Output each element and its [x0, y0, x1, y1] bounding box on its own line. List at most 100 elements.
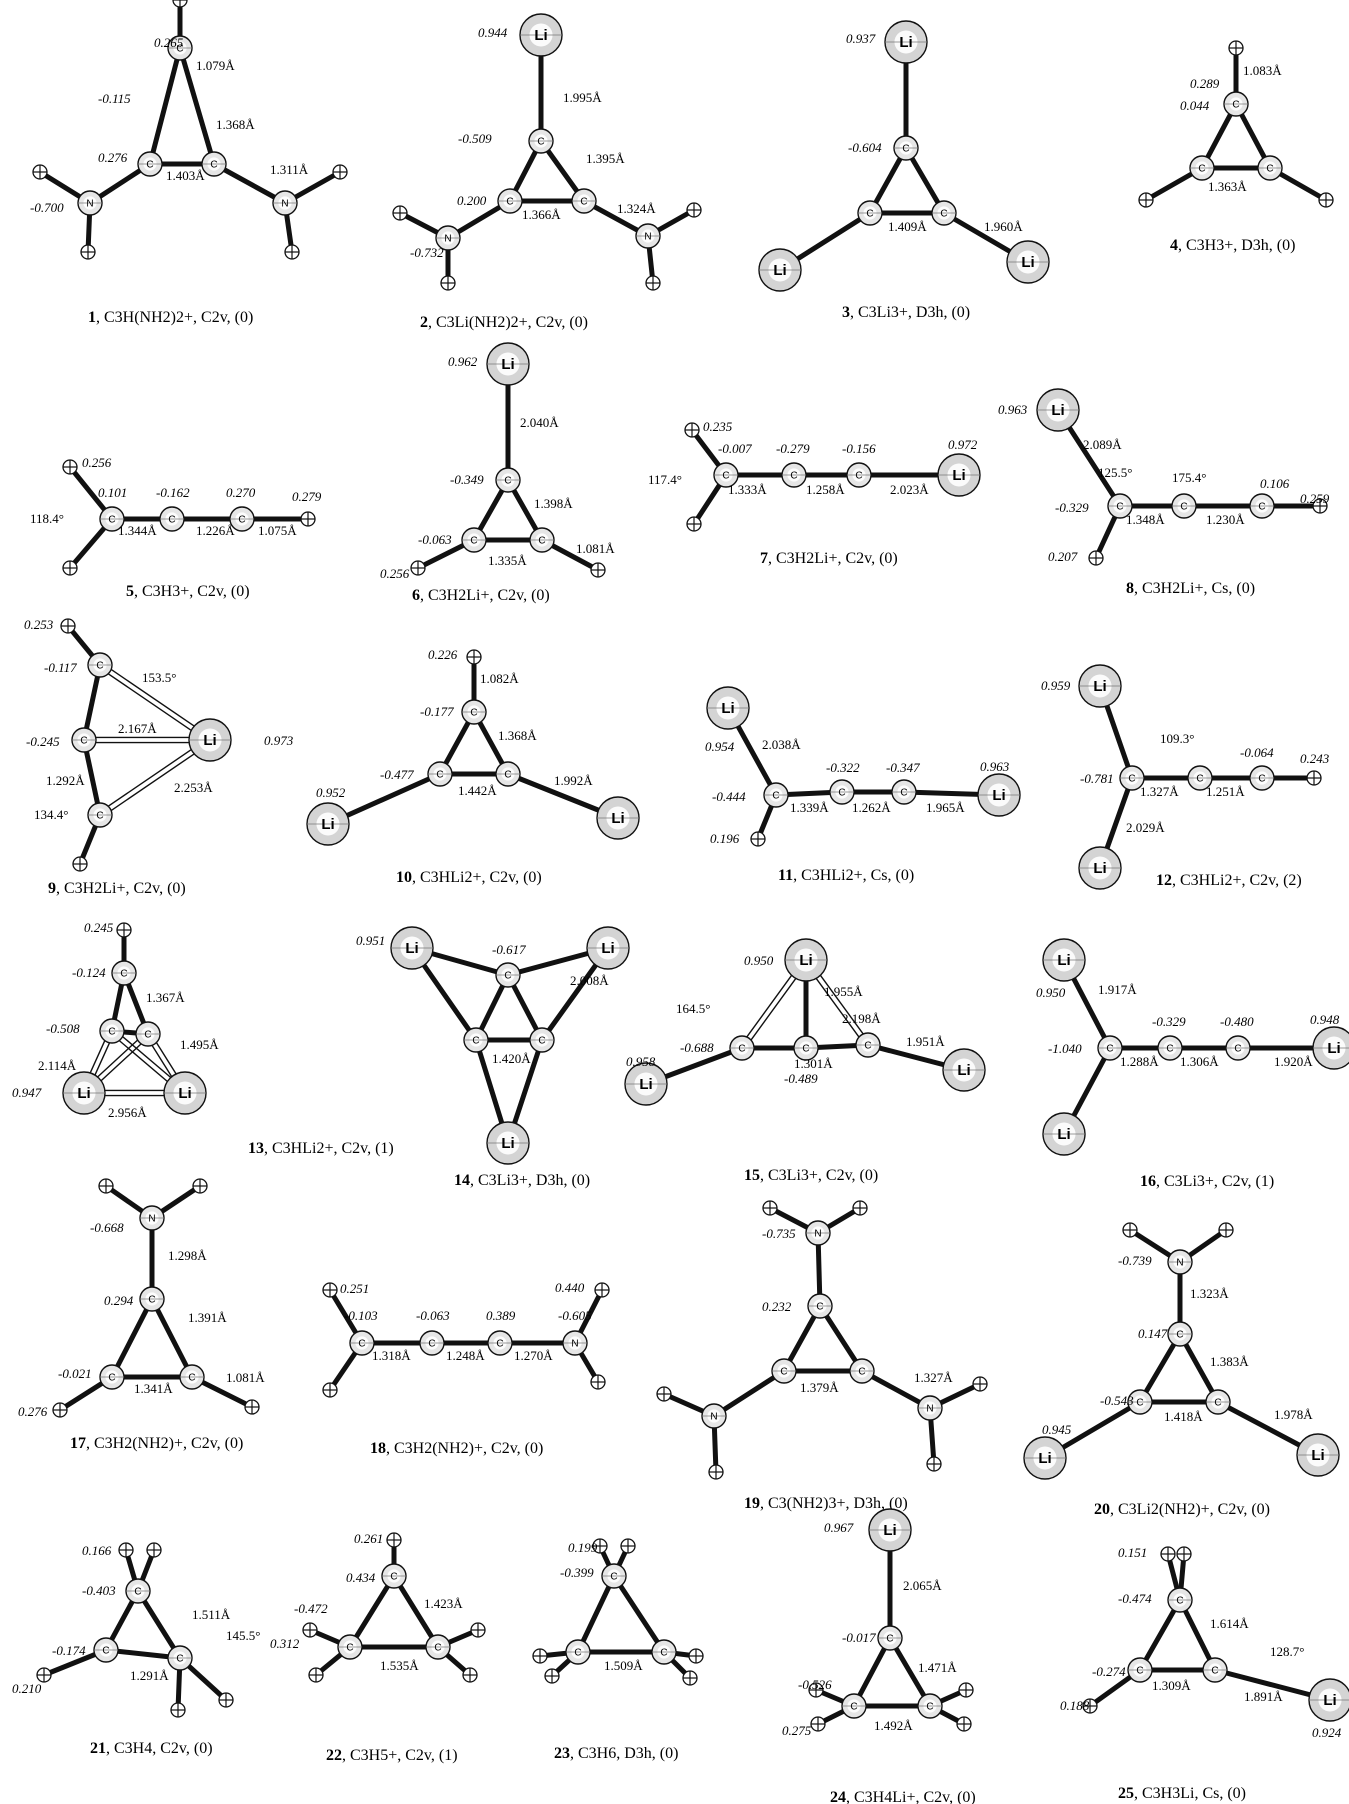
- lithium-atom: Li: [1312, 1026, 1349, 1070]
- geometry-label: 1.324Å: [617, 201, 656, 216]
- geometry-label: 1.391Å: [188, 1310, 227, 1325]
- geometry-label: 1.298Å: [168, 1248, 207, 1263]
- geometry-label: 1.965Å: [926, 800, 965, 815]
- hydrogen-atom: [462, 1667, 478, 1683]
- carbon-atom: C: [771, 1358, 797, 1384]
- charge-label: 0.253: [24, 617, 54, 632]
- hydrogen-atom: [688, 1648, 704, 1664]
- carbon-atom: C: [857, 200, 883, 226]
- charge-label: 0.196: [710, 831, 740, 846]
- hydrogen-atom: [682, 1670, 698, 1686]
- atom-label: C: [436, 770, 443, 781]
- charge-label: -0.329: [1152, 1014, 1186, 1029]
- atom-label: C: [1136, 1666, 1143, 1677]
- atom-label: C: [660, 1648, 667, 1659]
- atom-label: C: [940, 209, 947, 220]
- hydrogen-atom: [440, 275, 456, 291]
- hydrogen-atom: [52, 1402, 68, 1418]
- atom-label: Li: [992, 787, 1005, 804]
- bridging-bond: [98, 666, 209, 743]
- atom-label: C: [390, 1572, 397, 1583]
- carbon-atom: C: [159, 506, 185, 532]
- atom-label: C: [1198, 164, 1205, 175]
- charge-label: 0.951: [356, 933, 385, 948]
- hydrogen-atom: [1160, 1546, 1176, 1562]
- geometry-label: 1.363Å: [1208, 179, 1247, 194]
- geometry-label: 164.5°: [676, 1001, 710, 1016]
- charge-label: 0.270: [226, 485, 256, 500]
- hydrogen-atom: [322, 1282, 338, 1298]
- charge-label: -0.162: [156, 485, 190, 500]
- geometry-label: 1.262Å: [852, 800, 891, 815]
- charge-label: -0.347: [886, 760, 920, 775]
- nitrogen-atom: N: [562, 1330, 588, 1356]
- geometry-label: 2.114Å: [38, 1058, 77, 1073]
- geometry-label: 2.956Å: [108, 1105, 147, 1120]
- nitrogen-atom: N: [917, 1395, 943, 1421]
- atom-label: C: [850, 1702, 857, 1713]
- atom-label: C: [146, 160, 153, 171]
- carbon-atom: C: [829, 779, 855, 805]
- lithium-atom: Li: [706, 686, 750, 730]
- charge-label: -0.064: [1240, 745, 1274, 760]
- charge-label: -0.117: [44, 660, 77, 675]
- charge-label: 0.944: [478, 25, 508, 40]
- carbon-atom: C: [349, 1330, 375, 1356]
- carbon-atom: C: [781, 462, 807, 488]
- geometry-label: 1.368Å: [216, 117, 255, 132]
- atom-label: C: [1106, 1044, 1113, 1055]
- charge-label: -0.605: [558, 1308, 592, 1323]
- bond: [817, 1303, 865, 1374]
- carbon-atom: C: [1249, 493, 1275, 519]
- atom-label: C: [470, 708, 477, 719]
- carbon-atom: C: [495, 467, 521, 493]
- carbon-atom: C: [497, 188, 523, 214]
- atom-label: C: [1232, 100, 1239, 111]
- geometry-label: 125.5°: [1098, 465, 1132, 480]
- geometry-label: 1.230Å: [1206, 512, 1245, 527]
- hydrogen-atom: [98, 1178, 114, 1194]
- charge-label: -0.174: [52, 1643, 86, 1658]
- charge-label: 0.235: [703, 419, 733, 434]
- charge-label: 0.973: [264, 733, 294, 748]
- charge-label: 0.200: [457, 193, 487, 208]
- geometry-label: 175.4°: [1172, 470, 1206, 485]
- atom-label: C: [1214, 1398, 1221, 1409]
- atom-label: Li: [721, 700, 734, 717]
- molecule-caption: 18, C3H2(NH2)+, C2v, (0): [370, 1440, 543, 1457]
- atom-label: C: [238, 515, 245, 526]
- charge-label: -0.399: [560, 1565, 594, 1580]
- bridging-bond: [101, 741, 212, 818]
- charge-label: -0.739: [1118, 1253, 1152, 1268]
- carbon-atom: C: [713, 462, 739, 488]
- charge-label: -0.508: [46, 1021, 80, 1036]
- charge-label: 0.967: [824, 1520, 854, 1535]
- geometry-label: 1.535Å: [380, 1658, 419, 1673]
- atom-label: C: [120, 969, 127, 980]
- carbon-atom: C: [807, 1293, 833, 1319]
- hydrogen-atom: [72, 856, 88, 872]
- bond: [109, 1296, 155, 1380]
- atom-label: C: [358, 1339, 365, 1350]
- charge-label: 0.251: [340, 1281, 369, 1296]
- carbon-atom: C: [729, 1035, 755, 1061]
- lithium-atom: Li: [977, 773, 1021, 817]
- charge-label: 0.950: [744, 953, 774, 968]
- atom-label: Li: [1093, 678, 1106, 695]
- molecule-caption: 4, C3H3+, D3h, (0): [1170, 237, 1295, 254]
- charge-label: -0.668: [90, 1220, 124, 1235]
- carbon-atom: C: [99, 1018, 125, 1044]
- molecule-caption: 13, C3HLi2+, C2v, (1): [248, 1140, 394, 1157]
- hydrogen-atom: [926, 1456, 942, 1472]
- atom-label: C: [96, 661, 103, 672]
- charge-label: 0.440: [555, 1280, 585, 1295]
- carbon-atom: C: [565, 1639, 591, 1665]
- lithium-atom: Li: [62, 1071, 106, 1115]
- charge-label: 0.261: [354, 1531, 383, 1546]
- charge-label: -0.472: [294, 1601, 328, 1616]
- carbon-atom: C: [229, 506, 255, 532]
